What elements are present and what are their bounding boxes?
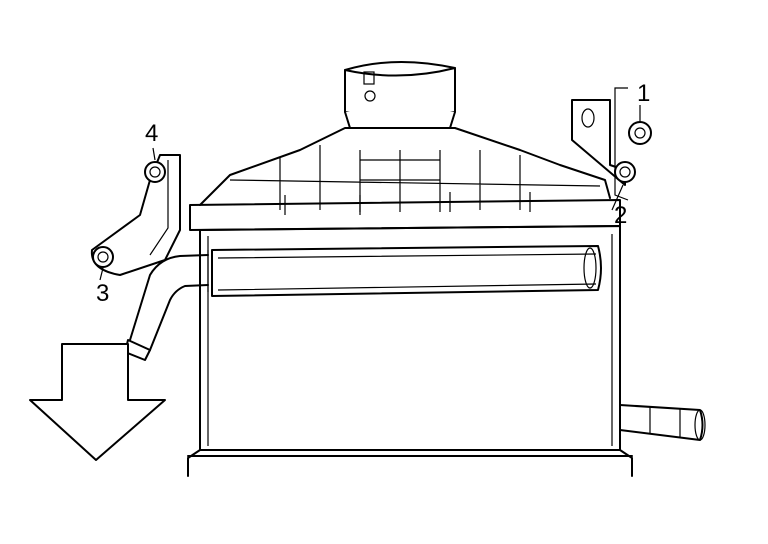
outlet-pipe (619, 404, 706, 441)
filler-cap (344, 60, 456, 129)
upper-housing (189, 127, 621, 231)
callout-2: 2 (614, 202, 628, 229)
inner-tube (211, 245, 602, 297)
left-hose (124, 250, 209, 361)
bolt-3 (92, 246, 114, 268)
bolt-2 (614, 161, 636, 183)
bolt-1 (628, 121, 652, 145)
front-direction-arrow-icon (29, 343, 166, 461)
bolt-4 (144, 161, 166, 183)
callout-4: 4 (145, 120, 159, 147)
left-bracket (90, 154, 181, 276)
callout-1: 1 (637, 80, 651, 107)
callout-3: 3 (96, 280, 110, 307)
tank-body (187, 225, 633, 477)
